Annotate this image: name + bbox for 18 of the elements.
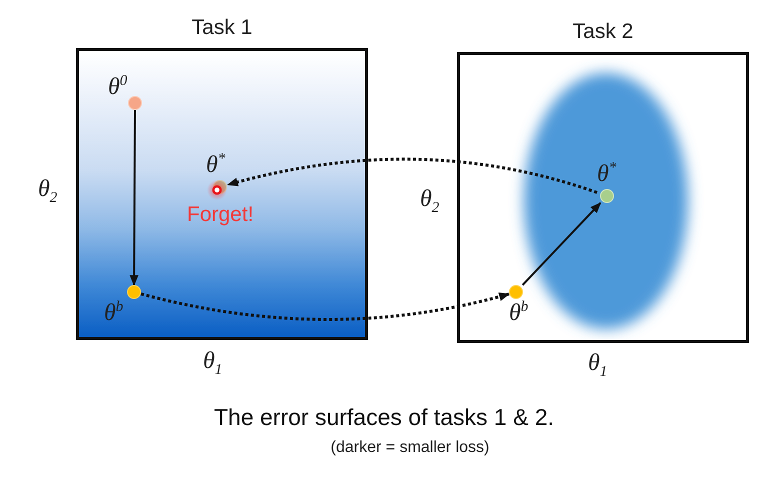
arrow — [130, 110, 138, 286]
axis-label: θ$_{2}$ — [38, 176, 58, 202]
warning-text: Forget! — [187, 203, 254, 227]
panel-title: Task 1 — [192, 16, 252, 40]
caption-note: (darker = smaller loss) — [330, 438, 490, 457]
point-label: θ$^{*}$ — [206, 152, 226, 178]
axis-label: θ$_{1}$ — [588, 350, 608, 376]
caption: The error surfaces of tasks 1 & 2. — [214, 404, 554, 431]
panel-title: Task 2 — [572, 20, 634, 44]
axis-label: θ$_{1}$ — [203, 348, 222, 374]
dotted-arrow — [140, 292, 510, 321]
point-label: θ$^{*}$ — [597, 161, 616, 187]
arrow — [522, 202, 602, 286]
axis-label: θ$_{2}$ — [420, 186, 440, 212]
point-label: θ$^{b}$ — [509, 300, 528, 326]
point-label: θ$^{b}$ — [104, 300, 124, 326]
point-label: θ$^{0}$ — [108, 74, 128, 100]
dotted-arrow — [226, 158, 598, 194]
